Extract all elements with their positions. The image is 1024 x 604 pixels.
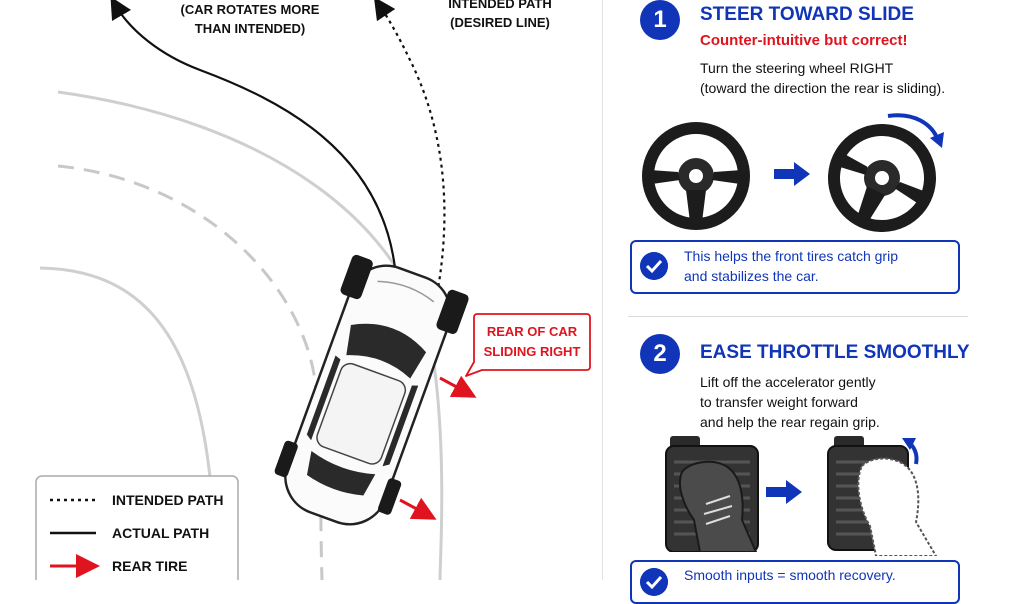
step-1-note-text: This helps the front tires catch grip an… <box>684 248 898 284</box>
section-divider <box>628 316 968 317</box>
foot-icon <box>857 457 938 556</box>
step-1-note <box>630 240 960 294</box>
step-2-note-text: Smooth inputs = smooth recovery. <box>684 567 896 583</box>
steering-wheel-icon <box>642 122 750 230</box>
step-1-body: Turn the steering wheel RIGHT (toward th… <box>700 60 946 96</box>
step-1-title: STEER TOWARD SLIDE <box>700 4 914 25</box>
actual-path-label: (CAR ROTATES MORE THAN INTENDED) <box>180 2 320 36</box>
car <box>274 254 469 526</box>
road-center-line <box>57 164 324 580</box>
legend-item-intended: INTENDED PATH <box>112 492 224 508</box>
rear-callout-text: REAR OF CAR SLIDING RIGHT <box>483 324 581 359</box>
step-2-title: EASE THROTTLE SMOOTHLY <box>700 342 970 363</box>
check-icon <box>640 252 668 280</box>
foot-icon <box>678 460 758 552</box>
actual-path-line <box>110 0 397 269</box>
check-icon <box>640 568 668 596</box>
rear-callout-box <box>473 313 591 371</box>
accelerator-pedal-icon <box>827 436 938 556</box>
intended-path-line <box>373 0 446 301</box>
accelerator-pedal-icon <box>665 436 759 552</box>
panel-divider <box>602 0 603 580</box>
road-diagram <box>35 0 591 580</box>
step-2-body: Lift off the accelerator gently to trans… <box>700 374 880 430</box>
right-arrow-icon <box>766 480 802 504</box>
intended-path-label: INTENDED PATH (DESIRED LINE) <box>448 0 552 30</box>
steering-wheel-rotated-icon <box>828 113 944 232</box>
step-1-number: 1 <box>640 0 680 40</box>
rear-slide-arrow-lower <box>399 497 437 520</box>
legend-item-actual: ACTUAL PATH <box>112 525 210 541</box>
rear-slide-arrow-upper <box>439 375 477 398</box>
step-1-subtitle: Counter-intuitive but correct! <box>700 32 908 49</box>
step-2-number: 2 <box>640 334 680 374</box>
right-arrow-icon <box>774 162 810 186</box>
legend-item-rear-tire: REAR TIRE <box>112 558 188 574</box>
